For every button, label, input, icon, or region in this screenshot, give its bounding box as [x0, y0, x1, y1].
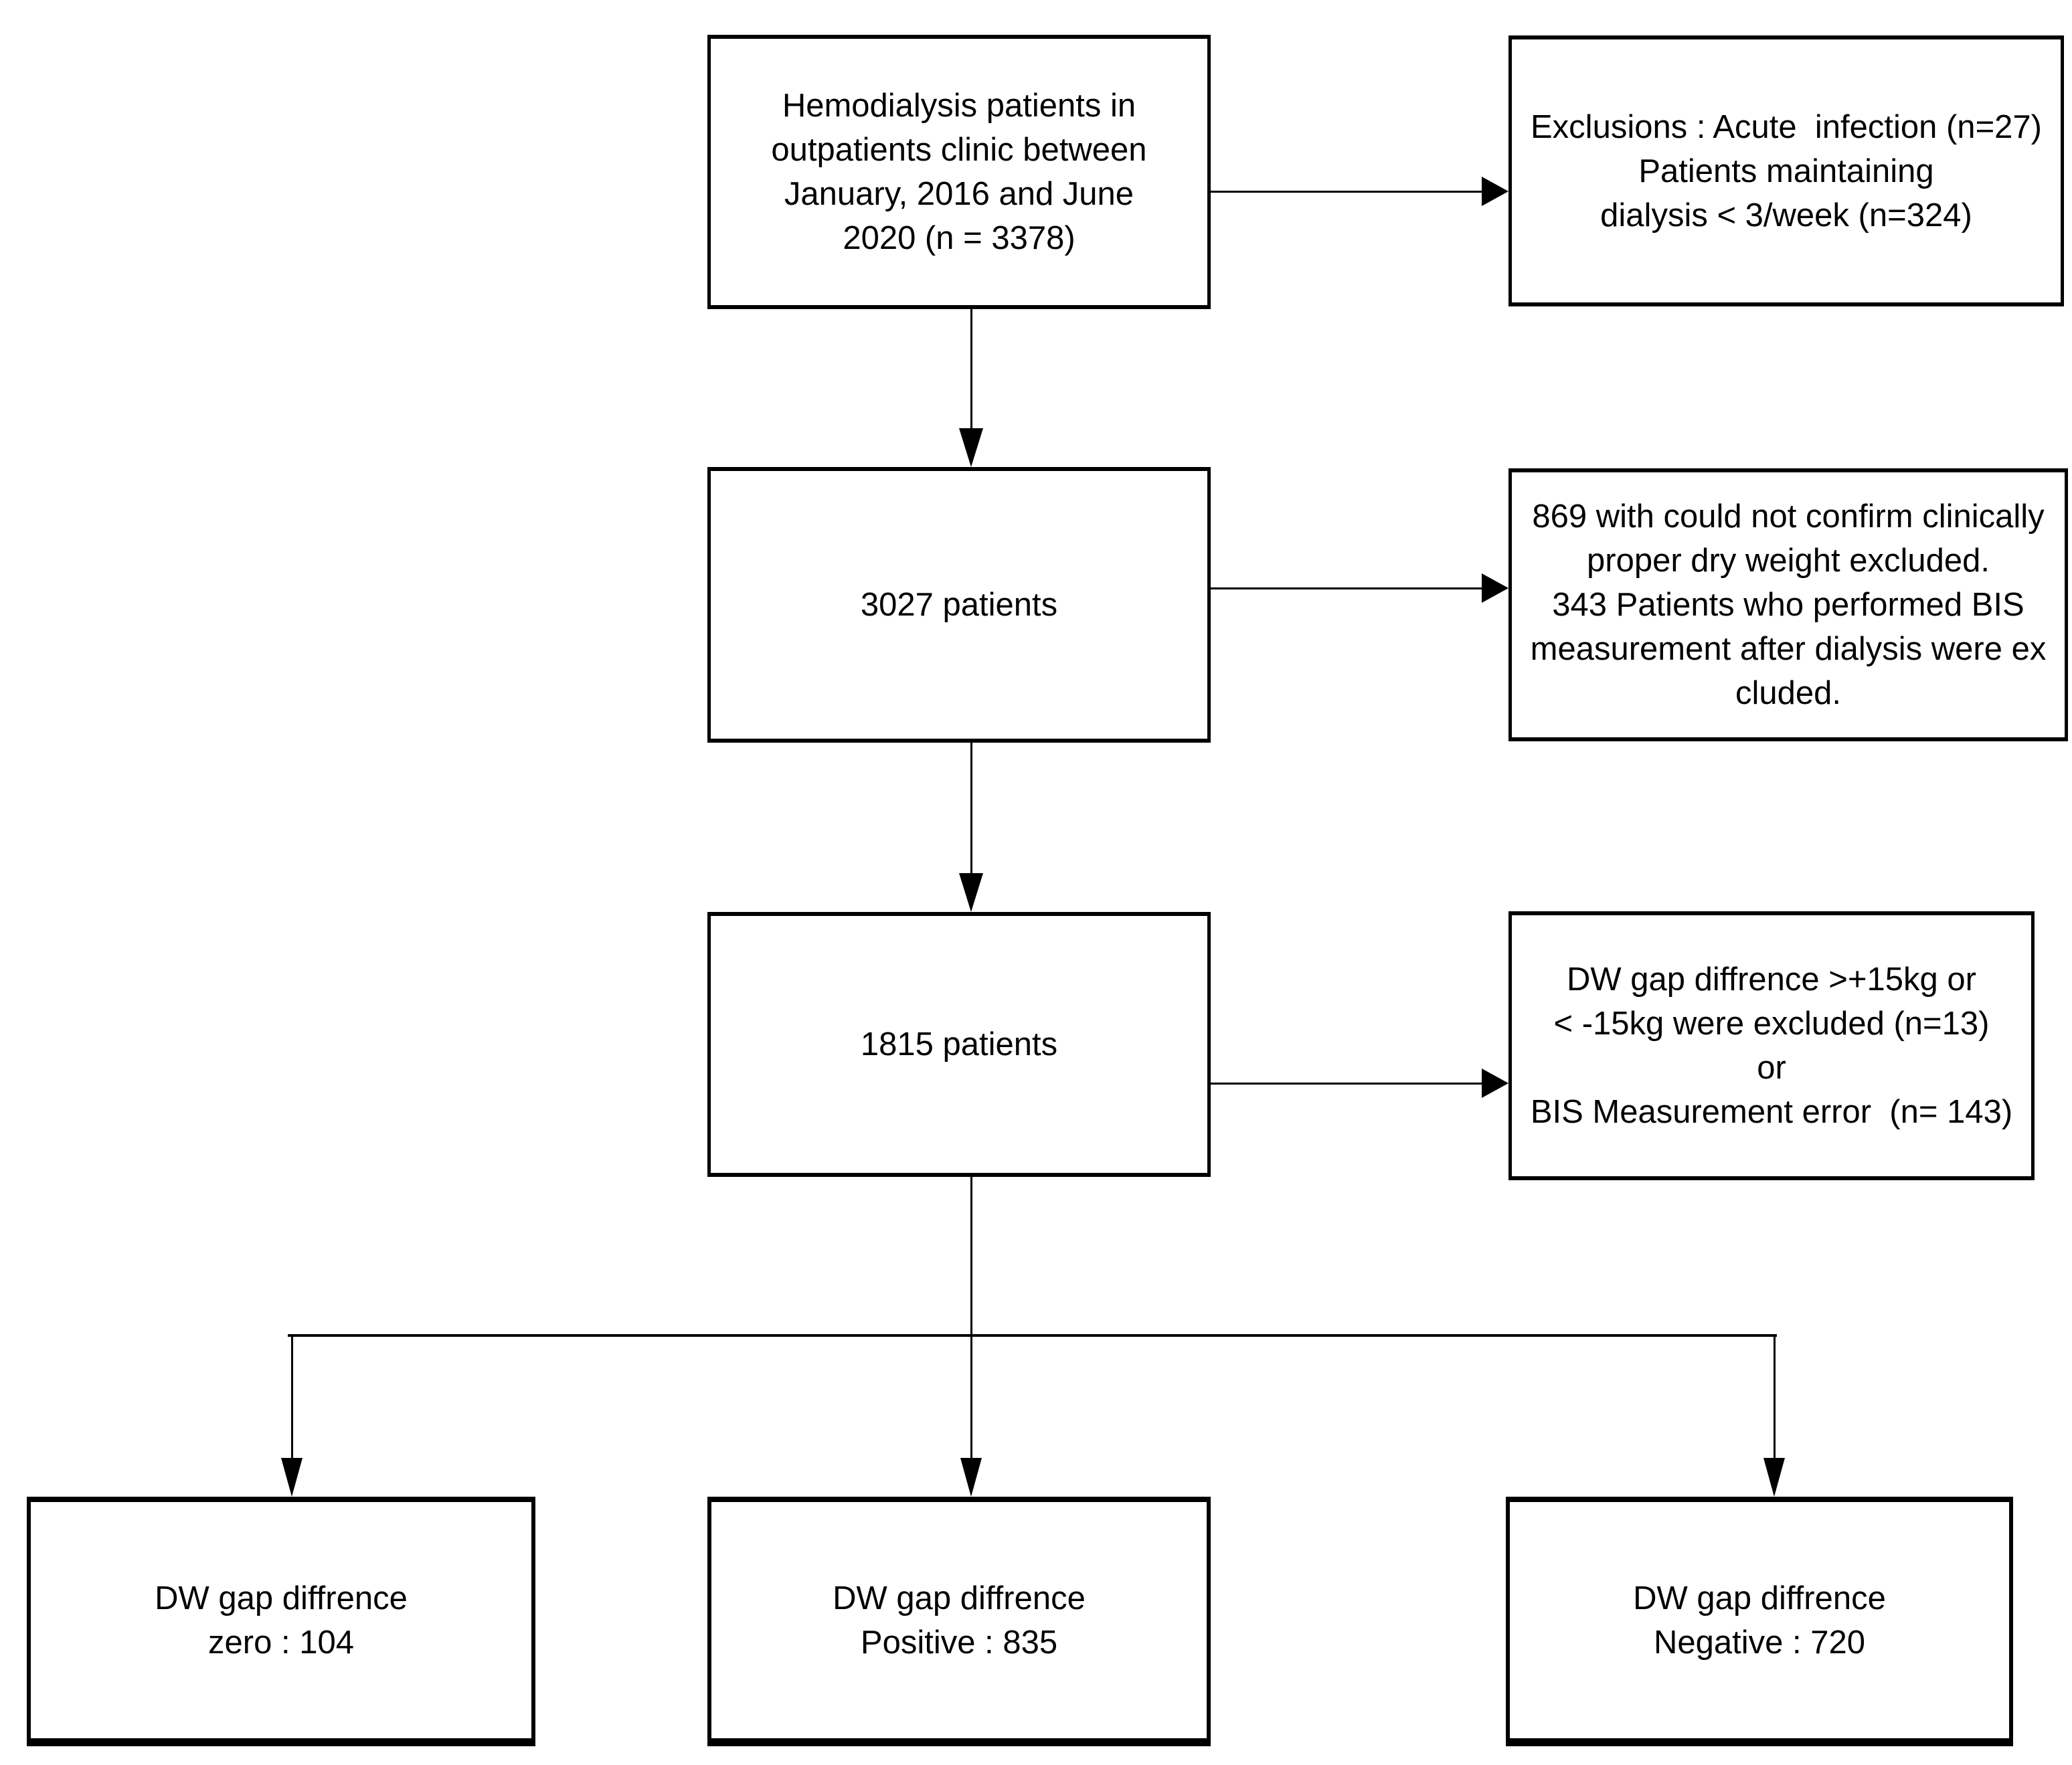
- connector-cohort1815-to-exclusion3-arrowhead: [1482, 1069, 1508, 1098]
- box-outcome-zero-text: DW gap diffrence zero : 104: [155, 1580, 408, 1661]
- box-outcome-positive: DW gap diffrence Positive : 835: [707, 1497, 1211, 1746]
- connector-cohort3027-to-cohort1815-arrowhead: [959, 873, 983, 912]
- box-cohort-3027-text: 3027 patients: [860, 587, 1058, 623]
- box-cohort-1815-text: 1815 patients: [860, 1026, 1058, 1062]
- box-exclusion-3: DW gap diffrence >+15kg or < -15kg were …: [1508, 911, 2035, 1180]
- connector-enrollment-to-exclusion1-arrowhead: [1482, 177, 1508, 206]
- branch-horizontal-line: [288, 1334, 1777, 1337]
- branch-to-outcome-positive-line: [970, 1335, 972, 1461]
- box-exclusion-2: 869 with could not confirm clinically pr…: [1508, 468, 2068, 741]
- box-exclusion-2-text: 869 with could not confirm clinically pr…: [1530, 498, 2047, 711]
- connector-cohort1815-to-exclusion3-line: [1211, 1083, 1482, 1085]
- connector-cohort3027-to-exclusion2-line: [1211, 587, 1482, 589]
- branch-to-outcome-positive-arrowhead: [960, 1458, 982, 1497]
- box-exclusion-1: Exclusions : Acute infection (n=27) Pati…: [1508, 35, 2064, 306]
- box-outcome-negative-text: DW gap diffrence Negative : 720: [1633, 1580, 1886, 1661]
- connector-cohort1815-to-branch-line: [970, 1177, 972, 1336]
- box-exclusion-3-text: DW gap diffrence >+15kg or < -15kg were …: [1530, 961, 2013, 1130]
- connector-enrollment-to-cohort3027-line: [970, 308, 972, 430]
- branch-to-outcome-negative-arrowhead: [1763, 1458, 1785, 1497]
- box-cohort-1815: 1815 patients: [707, 912, 1211, 1177]
- branch-to-outcome-zero-line: [291, 1335, 293, 1461]
- connector-enrollment-to-cohort3027-arrowhead: [959, 428, 983, 467]
- box-cohort-3027: 3027 patients: [707, 467, 1211, 743]
- box-enrollment: Hemodialysis patients in outpatients cli…: [707, 35, 1211, 309]
- connector-enrollment-to-exclusion1-line: [1211, 191, 1482, 193]
- connector-cohort3027-to-cohort1815-line: [970, 743, 972, 874]
- box-exclusion-1-text: Exclusions : Acute infection (n=27) Pati…: [1531, 108, 2042, 234]
- connector-cohort3027-to-exclusion2-arrowhead: [1482, 573, 1508, 603]
- box-outcome-positive-text: DW gap diffrence Positive : 835: [833, 1580, 1086, 1661]
- branch-to-outcome-zero-arrowhead: [281, 1458, 303, 1497]
- box-outcome-zero: DW gap diffrence zero : 104: [27, 1497, 535, 1746]
- box-outcome-negative: DW gap diffrence Negative : 720: [1506, 1497, 2013, 1746]
- branch-to-outcome-negative-line: [1774, 1335, 1776, 1461]
- box-enrollment-text: Hemodialysis patients in outpatients cli…: [771, 88, 1147, 256]
